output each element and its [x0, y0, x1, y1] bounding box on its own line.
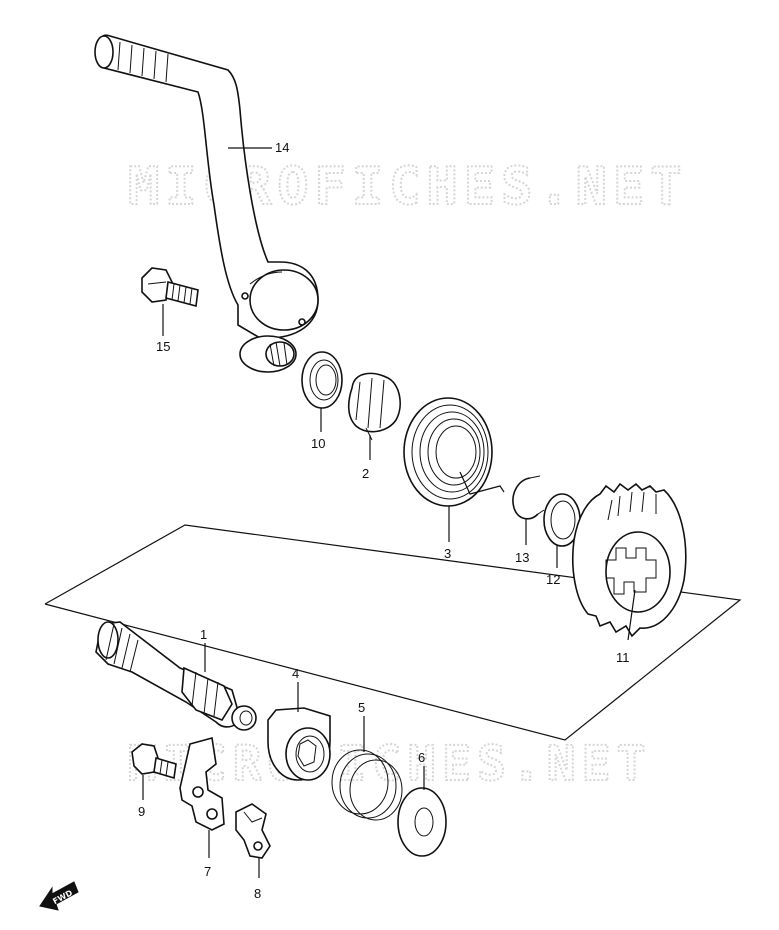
bolt-9[interactable] [131, 743, 177, 780]
leader-11 [627, 589, 636, 641]
callout-6: 6 [418, 750, 425, 765]
callout-14: 14 [275, 140, 289, 155]
kick-lever[interactable] [94, 34, 319, 373]
callout-1: 1 [200, 627, 207, 642]
spring-5[interactable] [331, 749, 403, 821]
spring-3[interactable] [403, 397, 505, 507]
stopper-8[interactable] [235, 803, 271, 859]
callout-13: 13 [515, 550, 529, 565]
callout-8: 8 [254, 886, 261, 901]
callout-10: 10 [311, 436, 325, 451]
callout-9: 9 [138, 804, 145, 819]
oil-seal-10[interactable] [301, 351, 343, 409]
washer-6[interactable] [397, 787, 447, 857]
callout-4: 4 [292, 666, 299, 681]
guide-2[interactable] [347, 372, 401, 441]
idle-gear-11[interactable] [571, 482, 687, 638]
callout-12: 12 [546, 572, 560, 587]
guide-plate-7[interactable] [179, 736, 225, 831]
callout-11: 11 [616, 650, 630, 665]
callout-3: 3 [444, 546, 451, 561]
fwd-arrow-icon: FWD [39, 881, 79, 911]
bolt-15[interactable] [141, 267, 199, 308]
callout-15: 15 [156, 339, 170, 354]
circlip-13[interactable] [512, 475, 545, 520]
callout-7: 7 [204, 864, 211, 879]
callout-5: 5 [358, 700, 365, 715]
kick-shaft-1[interactable] [95, 621, 257, 731]
ratchet-4[interactable] [267, 707, 331, 781]
callout-2: 2 [362, 466, 369, 481]
assembly-plane-outline [44, 524, 742, 741]
